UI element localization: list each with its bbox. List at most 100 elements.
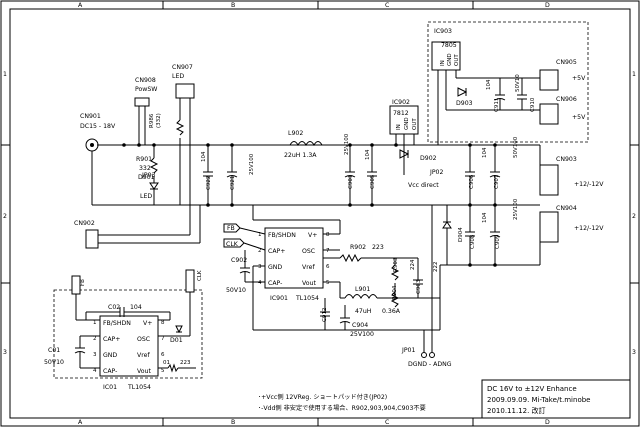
c908-value: 104	[482, 212, 488, 223]
c902-capacitor	[239, 250, 265, 283]
ic903-regulator	[431, 41, 461, 71]
jp03-label: JP03	[141, 172, 155, 179]
r901-resistor	[149, 157, 159, 174]
r903-label: R903	[393, 257, 399, 272]
cn905-connector	[539, 69, 559, 91]
ic901-pin3-label: GND	[268, 264, 282, 271]
c907-label: C907	[494, 174, 500, 189]
r902-value: 223	[372, 244, 384, 251]
row-label-1: 1	[3, 71, 7, 78]
jp01-label: JP01	[401, 347, 415, 354]
ic901-pin4-label: CAP-	[268, 280, 282, 287]
ic01-pin2-label: CAP+	[103, 336, 120, 343]
d903-label: D903	[456, 100, 473, 107]
ic01-pin1-num: 1	[93, 320, 97, 326]
c922-label: C922	[206, 176, 212, 190]
ic903-part: 7805	[441, 42, 457, 49]
ic901-pin6-label: Vref	[302, 264, 315, 271]
note-line-2: ･-Vdd側 非安定で使用する場合、R902,903,904,C903不要	[258, 404, 426, 412]
ic01-pin3-label: GND	[103, 352, 117, 359]
d01-diode	[175, 325, 183, 334]
c906-capacitor	[465, 145, 475, 205]
cn907-label: CN907	[172, 64, 193, 71]
c910-capacitor	[517, 78, 527, 110]
c01-label: C01	[48, 347, 60, 354]
c910-label: C910	[530, 97, 536, 112]
c907-value: 50V100	[513, 136, 519, 158]
cn904-label: CN904	[556, 205, 577, 212]
c901-value: 25V100	[344, 133, 350, 155]
r01-label: 01	[163, 360, 170, 366]
ic903-label: IC903	[434, 28, 452, 35]
cn902-connector	[85, 229, 99, 249]
ic903-pin-gnd: GND	[447, 53, 453, 66]
ic01-pin6-num: 6	[161, 352, 165, 358]
title-line-2: 2009.09.09. Mi-Take/t.minobe	[487, 396, 590, 404]
col-label-d: D	[545, 2, 550, 9]
col-label-c-bottom: C	[385, 419, 389, 426]
cn903-voltage: +12/-12V	[574, 181, 604, 188]
r01-resistor	[167, 363, 179, 373]
ic901-pin6-num: 6	[326, 264, 330, 270]
c911-label: C911	[494, 98, 500, 112]
ic901-pin5-num: 5	[326, 280, 330, 286]
ic01-part: TL1054	[127, 384, 151, 391]
cn905-voltage: +5V	[572, 75, 586, 82]
col-label-a-bottom: A	[78, 419, 83, 426]
ic902-label: IC902	[392, 99, 410, 106]
ic01-pin6-label: Vref	[137, 352, 150, 359]
c01-value: 50V10	[44, 359, 64, 366]
ic01-pin5-num: 5	[161, 368, 165, 374]
fb-tag	[223, 223, 241, 233]
inner-border	[9, 8, 631, 419]
ic01-pin4-label: CAP-	[103, 368, 117, 375]
d901-label: D901	[138, 174, 155, 181]
ic901-pin8-label: V+	[308, 232, 317, 239]
r902-label: R902	[350, 244, 366, 251]
c901-label: C901	[348, 175, 354, 189]
r903-resistor	[390, 264, 400, 281]
ic01-pin7-label: OSC	[137, 336, 150, 343]
c902-label: C902	[231, 257, 247, 264]
cn901-desc: DC15 - 18V	[80, 123, 116, 130]
jp01-pad-a	[421, 352, 427, 358]
row-label-1-right: 1	[632, 71, 636, 78]
c901-capacitor	[344, 145, 356, 205]
c907-capacitor	[489, 145, 501, 205]
r01-value: 223	[180, 360, 191, 366]
ic01-label: IC01	[103, 384, 117, 391]
cn903-connector	[539, 164, 559, 196]
jp01-desc: DGND - ADNG	[408, 361, 452, 368]
note-line-1: ･+Vcc側 12VReg. ショートパッド付き(JP02)	[258, 393, 387, 401]
ic01-fb-flag	[71, 275, 81, 295]
c912-label: C912	[322, 308, 328, 322]
ic901-part: TL1054	[295, 295, 319, 302]
r901-value: 332	[139, 165, 151, 172]
c921-value: 25V100	[249, 153, 255, 175]
c911-capacitor	[494, 78, 506, 110]
d01-label: D01	[170, 337, 183, 344]
c904-value: 25V100	[350, 331, 374, 338]
clk-tag-label: CLK	[226, 241, 239, 248]
ic902-regulator	[389, 105, 419, 135]
cn906-voltage: +5V	[572, 114, 586, 121]
c909-label: C909	[495, 234, 501, 249]
c904-capacitor	[339, 305, 351, 330]
clk-tag	[223, 238, 245, 248]
ic01-pin3-num: 3	[93, 352, 97, 358]
ic01-pin5-label: Vout	[137, 368, 151, 375]
c905-label: C905	[370, 174, 376, 189]
ic901-pin1-num: 1	[258, 232, 262, 238]
cn904-connector	[539, 211, 559, 243]
r986-value: (332)	[156, 113, 162, 128]
r901-label: R901	[136, 156, 152, 163]
fb-tag-label: FB	[227, 225, 235, 232]
title-line-3: 2010.11.12. 改訂	[487, 406, 546, 415]
d903-diode	[457, 87, 468, 97]
ic01-chip	[99, 315, 159, 377]
jp02-label: JP02	[429, 169, 443, 176]
c922-value: 104	[201, 151, 207, 162]
ic901-label: IC901	[270, 295, 288, 302]
ic01-clk-flag	[185, 269, 195, 293]
